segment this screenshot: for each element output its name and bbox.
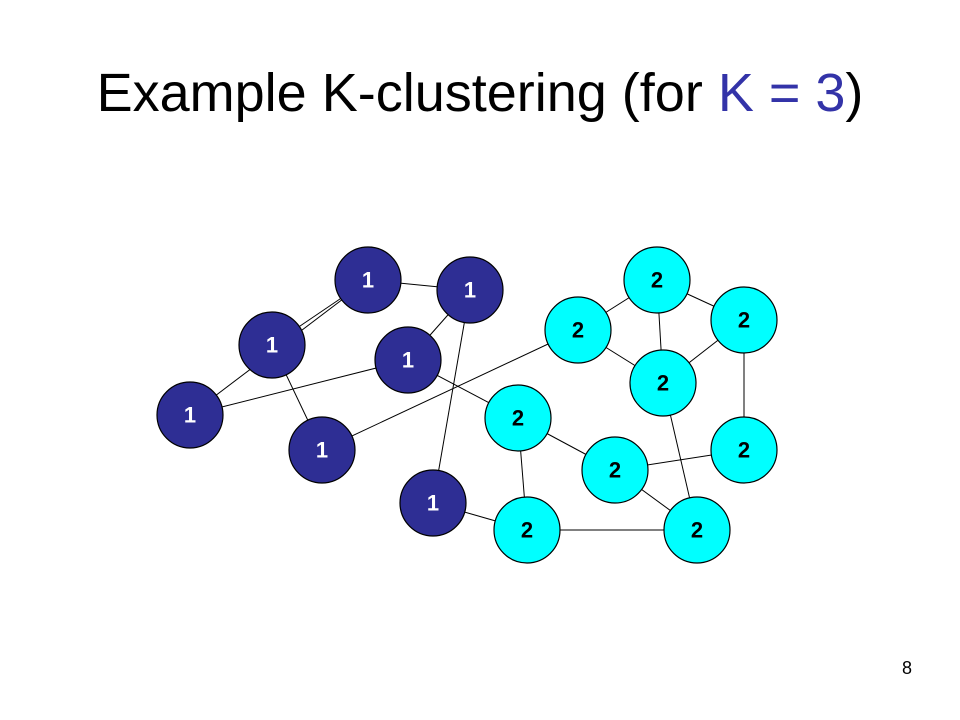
node-label: 1 [362, 268, 374, 293]
node-label: 2 [512, 406, 524, 431]
node-circle [238, 311, 306, 379]
title-suffix: ) [845, 63, 864, 123]
graph-node-cluster-1: 1 [436, 256, 504, 324]
node-label: 2 [609, 458, 621, 483]
graph-node-cluster-2: 2 [629, 349, 697, 417]
node-circle [436, 256, 504, 324]
node-layer: 1 1 1 1 1 1 1 2 2 2 2 2 2 2 2 2 [156, 246, 778, 564]
node-circle [288, 416, 356, 484]
graph-node-cluster-1: 1 [288, 416, 356, 484]
slide-title: Example K-clustering (for K = 3) [0, 58, 960, 128]
graph-node-cluster-2: 2 [544, 296, 612, 364]
node-label: 2 [521, 518, 533, 543]
node-circle [374, 326, 442, 394]
node-label: 1 [464, 278, 476, 303]
graph-node-cluster-1: 1 [374, 326, 442, 394]
node-label: 1 [316, 438, 328, 463]
node-circle [484, 384, 552, 452]
graph-node-cluster-2: 2 [710, 416, 778, 484]
node-label: 1 [402, 348, 414, 373]
node-label: 2 [691, 518, 703, 543]
node-circle [663, 496, 731, 564]
graph-edge [321, 329, 579, 451]
node-label: 2 [572, 318, 584, 343]
node-circle [334, 246, 402, 314]
node-circle [399, 469, 467, 537]
page-number: 8 [901, 658, 912, 678]
graph-edge [189, 359, 409, 416]
node-label: 2 [651, 268, 663, 293]
node-circle [710, 416, 778, 484]
node-label: 1 [266, 333, 278, 358]
node-label: 2 [738, 438, 750, 463]
graph-node-cluster-2: 2 [663, 496, 731, 564]
node-label: 2 [738, 308, 750, 333]
graph-node-cluster-2: 2 [581, 436, 649, 504]
graph-node-cluster-2: 2 [493, 496, 561, 564]
node-circle [493, 496, 561, 564]
node-circle [156, 381, 224, 449]
graph-node-cluster-2: 2 [484, 384, 552, 452]
title-variable: K = 3 [717, 63, 846, 123]
node-circle [710, 286, 778, 354]
title-prefix: Example K-clustering (for [96, 63, 718, 123]
graph-node-cluster-2: 2 [623, 246, 691, 314]
node-circle [544, 296, 612, 364]
node-circle [623, 246, 691, 314]
graph-node-cluster-1: 1 [238, 311, 306, 379]
node-circle [629, 349, 697, 417]
graph-node-cluster-2: 2 [710, 286, 778, 354]
graph-node-cluster-1: 1 [399, 469, 467, 537]
node-label: 1 [427, 491, 439, 516]
graph-node-cluster-1: 1 [334, 246, 402, 314]
node-circle [581, 436, 649, 504]
node-label: 1 [184, 403, 196, 428]
node-label: 2 [657, 371, 669, 396]
graph-node-cluster-1: 1 [156, 381, 224, 449]
graph-edge [432, 289, 471, 504]
